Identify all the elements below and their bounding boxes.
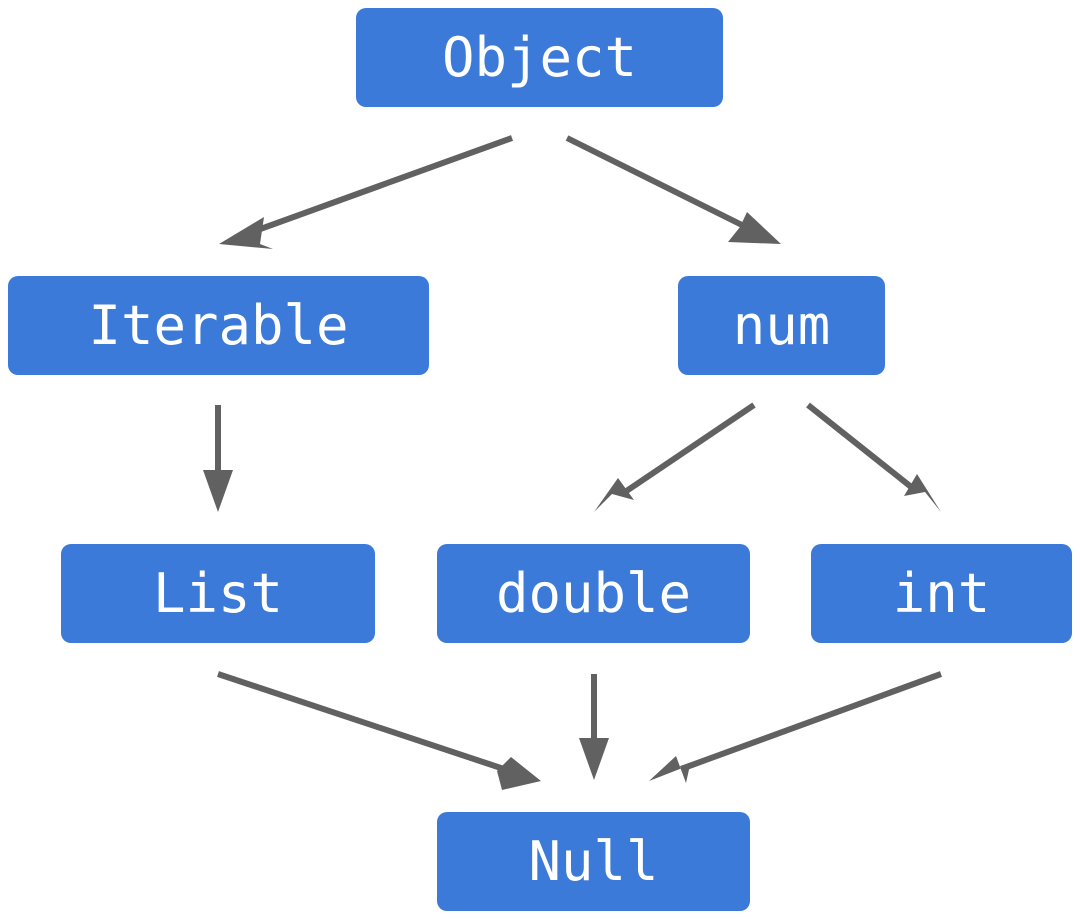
edge-object-num <box>565 135 754 233</box>
arrowhead-int-null <box>649 756 690 783</box>
arrowhead-object-num <box>728 212 781 244</box>
edge-num-double <box>620 402 756 497</box>
node-num: num <box>678 276 885 375</box>
arrowhead-list-null <box>497 757 541 790</box>
arrowhead-num-double <box>594 478 634 512</box>
arrowhead-num-int <box>904 474 941 512</box>
node-object: Object <box>356 8 723 107</box>
node-iterable: Iterable <box>8 276 429 375</box>
edge-object-iterable <box>250 135 514 235</box>
arrowhead-double-null <box>579 738 609 780</box>
node-list: List <box>61 544 375 643</box>
edge-list-null <box>217 671 511 774</box>
node-int: int <box>811 544 1072 643</box>
edge-num-int <box>806 402 917 493</box>
arrowhead-object-iterable <box>219 217 273 249</box>
node-null: Null <box>437 812 750 911</box>
arrowhead-iterable-list <box>203 470 233 512</box>
edge-int-null <box>679 671 943 772</box>
node-double: double <box>437 544 750 643</box>
